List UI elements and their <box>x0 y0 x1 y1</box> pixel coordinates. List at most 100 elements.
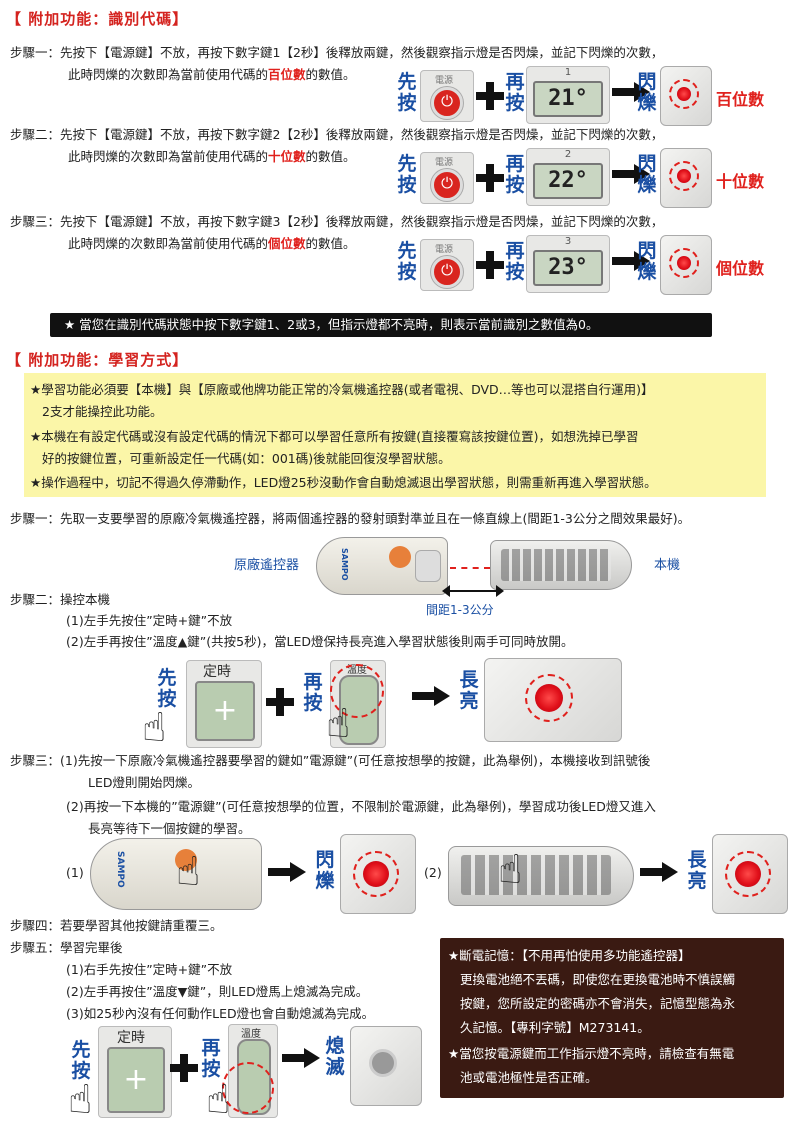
hand-pointer-icon: ☝ <box>206 1077 231 1123</box>
this-remote-image <box>490 540 632 590</box>
label-flash: 閃爍 <box>637 240 657 283</box>
timer-key-panel: 定時 + <box>98 1026 172 1118</box>
plus-icon <box>476 164 504 192</box>
power-label: 電源 <box>435 76 454 86</box>
power-key-panel: 電源 <box>420 152 474 204</box>
number-key-panel: 2 22° <box>526 148 610 206</box>
learning-step1: 步驟一：先取一支要學習的原廠冷氣機遙控器，將兩個遙控器的發射頭對準並且在一條直線… <box>10 511 691 526</box>
learning-note-1: ★學習功能必須要【本機】與【原廠或他牌功能正常的冷氣機遙控器(或者電視、DVD…… <box>30 382 654 397</box>
line2-pre: 此時閃爍的次數即為當前使用代碼的 <box>68 67 269 82</box>
arrow-icon <box>282 1048 320 1068</box>
result-digit-label: 十位數 <box>716 172 765 191</box>
memo-3: 按鍵，您所設定的密碼亦不會消失，記憶型態為永 <box>460 996 736 1011</box>
learning-note-4: 好的按鍵位置，可重新設定任一代碼(如：001碼)後就能回復沒學習狀態。 <box>42 451 451 466</box>
brand-logo: SAMPO <box>340 548 349 581</box>
learning-step5-a: (1)右手先按住”定時+鍵”不放 <box>66 962 233 977</box>
label-one: (1) <box>66 865 84 880</box>
learning-step3-a2: LED燈則開始閃爍。 <box>88 775 200 790</box>
label-first-press: 先按 <box>397 71 417 114</box>
arrow-icon <box>612 251 650 271</box>
lcd-display: 23° <box>533 250 603 286</box>
section-title-learning: 【 附加功能：學習方式】 <box>6 351 189 369</box>
this-remote-keys <box>501 549 611 581</box>
memo-1: ★斷電記憶：【不用再怕使用多功能遙控器】 <box>448 948 691 963</box>
digit-label: 2 <box>564 149 572 160</box>
line2-highlight: 十位數 <box>268 149 306 164</box>
led-dash-circle <box>525 674 573 722</box>
power-label: 電源 <box>435 245 454 255</box>
line2-highlight: 個位數 <box>268 236 306 251</box>
led-dash-circle <box>669 248 699 278</box>
memory-note-box: ★斷電記憶：【不用再怕使用多功能遙控器】 更換電池絕不丟碼，即使您在更換電池時不… <box>440 938 784 1098</box>
identify-step-2-line2: 此時閃爍的次數即為當前使用代碼的十位數的數值。 <box>68 148 356 166</box>
identify-step-3-line1: 步驟三：先按下【電源鍵】不放，再按下數字鍵3【2秒】後釋放兩鍵，然後觀察指示燈是… <box>10 214 664 229</box>
hand-pointer-icon: ☝ <box>176 849 201 895</box>
label-first-press: 先按 <box>157 667 177 710</box>
label-then-press: 再按 <box>201 1037 221 1080</box>
power-icon <box>431 256 463 288</box>
original-remote-image: SAMPO <box>90 838 262 910</box>
led-box <box>660 66 712 126</box>
label-this-remote: 本機 <box>654 558 681 573</box>
label-off: 熄滅 <box>325 1035 345 1078</box>
identify-step-3-line2: 此時閃爍的次數即為當前使用代碼的個位數的數值。 <box>68 235 356 253</box>
label-then-press: 再按 <box>505 240 525 283</box>
identify-step-1-line1: 步驟一：先按下【電源鍵】不放，再按下數字鍵1【2秒】後釋放兩鍵，然後觀察指示燈是… <box>10 45 664 60</box>
learning-step2-b: (2)左手再按住”溫度▲鍵”(共按5秒)，當LED燈保持長亮進入學習狀態後則兩手… <box>66 634 574 649</box>
led-dash-circle <box>725 851 771 897</box>
line2-pre: 此時閃爍的次數即為當前使用代碼的 <box>68 149 269 164</box>
led-box-on <box>484 658 622 742</box>
line2-highlight: 百位數 <box>268 67 306 82</box>
led-light-off <box>369 1049 397 1077</box>
timer-key-panel: 定時 + <box>186 660 262 748</box>
number-key-panel: 3 23° <box>526 235 610 293</box>
brand-logo: SAMPO <box>115 851 125 888</box>
number-key-panel: 1 21° <box>526 66 610 124</box>
plus-icon <box>476 82 504 110</box>
hand-pointer-icon: ☝ <box>498 847 523 893</box>
timer-plus-key: + <box>107 1047 165 1113</box>
this-remote-keys <box>461 855 611 895</box>
line2-post: 的數值。 <box>305 149 356 164</box>
remote-power-button <box>175 849 197 871</box>
label-flash: 閃爍 <box>315 849 335 892</box>
timer-plus-key: + <box>195 681 255 741</box>
memo-4: 久記憶。【專利字號】M273141。 <box>460 1020 650 1035</box>
memo-5: ★當您按電源鍵而工作指示燈不亮時，請檢查有無電 <box>448 1046 735 1061</box>
label-then-press: 再按 <box>505 153 525 196</box>
led-box-on <box>712 834 788 914</box>
label-first-press: 先按 <box>397 240 417 283</box>
label-stay-on: 長亮 <box>459 669 479 712</box>
digit-label: 1 <box>564 67 572 78</box>
led-box-off <box>350 1026 422 1106</box>
led-dash-circle <box>353 851 399 897</box>
label-original-remote: 原廠遙控器 <box>234 558 300 573</box>
label-first-press: 先按 <box>397 153 417 196</box>
learning-step3-b1: (2)再按一下本機的”電源鍵”(可任意按想學的位置，不限制於電源鍵，此為舉例)，… <box>66 799 656 814</box>
timer-label: 定時 <box>203 664 231 680</box>
original-remote-image: SAMPO <box>316 537 448 595</box>
identify-note: ★ 當您在識別代碼狀態中按下數字鍵1、2或3，但指示燈都不亮時，則表示當前識別之… <box>50 313 712 337</box>
led-box <box>660 148 712 208</box>
result-digit-label: 個位數 <box>716 259 765 278</box>
line2-post: 的數值。 <box>305 67 356 82</box>
hand-pointer-icon: ☝ <box>142 705 167 751</box>
label-two: (2) <box>424 865 442 880</box>
label-flash: 閃爍 <box>637 71 657 114</box>
led-dash-circle <box>669 161 699 191</box>
lcd-display: 21° <box>533 81 603 117</box>
learning-step5-title: 步驟五：學習完畢後 <box>10 940 123 955</box>
power-key-panel: 電源 <box>420 239 474 291</box>
this-remote-image <box>448 846 634 906</box>
label-then-press: 再按 <box>303 671 323 714</box>
highlight-circle <box>330 664 384 718</box>
led-box-flash <box>340 834 416 914</box>
identify-note-text: ★ 當您在識別代碼狀態中按下數字鍵1、2或3，但指示燈都不亮時，則表示當前識別之… <box>64 317 599 332</box>
arrow-icon <box>268 862 306 882</box>
remote-emitter <box>415 550 441 582</box>
line2-pre: 此時閃爍的次數即為當前使用代碼的 <box>68 236 269 251</box>
arrow-icon <box>412 686 450 706</box>
memo-6: 池或電池極性是否正確。 <box>460 1070 598 1085</box>
plus-icon <box>266 688 294 716</box>
power-key-panel: 電源 <box>420 70 474 122</box>
